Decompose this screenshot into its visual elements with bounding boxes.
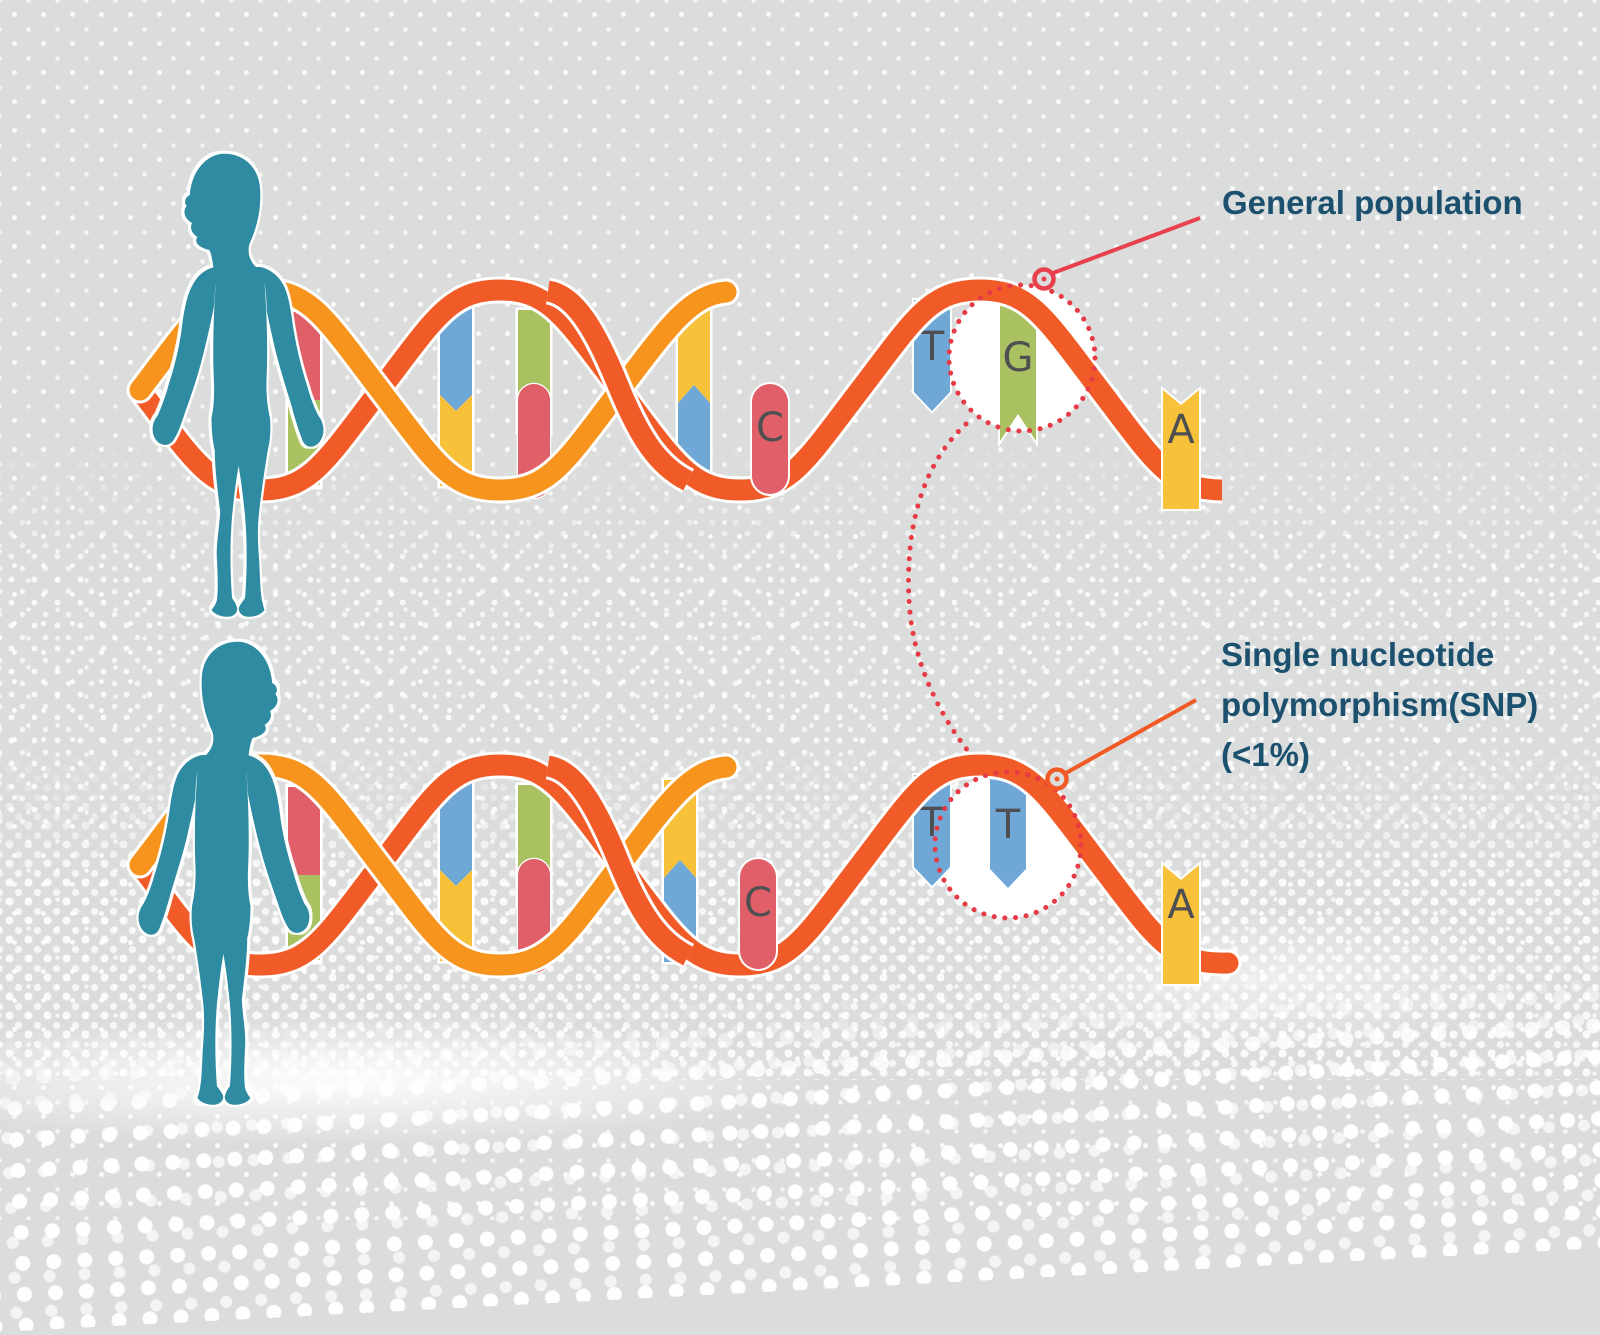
base-letter-t2: T [995,802,1021,848]
human-silhouette-bottom [138,641,310,1105]
base-letter-t1: T [919,800,945,846]
dotted-connector-arc [906,421,975,759]
label-general-population: General population [1222,184,1523,221]
base-letter-g: G [1003,335,1034,381]
label-snp-line1: Single nucleotide [1221,636,1495,673]
leader-general-population [1032,216,1201,291]
strand-overpass-b [544,752,695,969]
base-letter-a: A [1167,407,1195,453]
dna-helix-top: T G C A [126,276,1223,511]
base-pair-green-red-b [515,782,553,975]
base-a-top: A [1161,385,1201,511]
human-head-top [184,153,261,270]
human-body-bottom [138,755,310,1105]
dna-helix-bottom: T T C A [126,751,1242,986]
base-letter-t: T [919,324,945,370]
base-letter-c: C [756,405,784,451]
label-snp: Single nucleotide polymorphism(SNP) (<1%… [1221,630,1538,780]
label-snp-line2: polymorphism(SNP) [1221,686,1539,723]
base-g-highlighted: G [998,300,1038,448]
human-body-top [152,267,324,617]
base-a-bottom: A [1161,860,1201,986]
base-pair-green-red [515,307,553,500]
base-c-bottom: C [738,857,778,971]
human-head-bottom [201,641,278,758]
base-c-top: C [750,382,790,496]
strand-overpass [544,277,695,494]
annotation-overlay [906,216,1201,921]
base-letter-a2: A [1167,882,1195,928]
base-letter-c2: C [744,880,772,926]
dotted-circle-top [946,282,1098,434]
human-silhouette-top [152,153,324,617]
dotted-circle-bottom [932,769,1084,921]
label-snp-line3: (<1%) [1221,736,1310,773]
leader-snp [1045,698,1197,791]
